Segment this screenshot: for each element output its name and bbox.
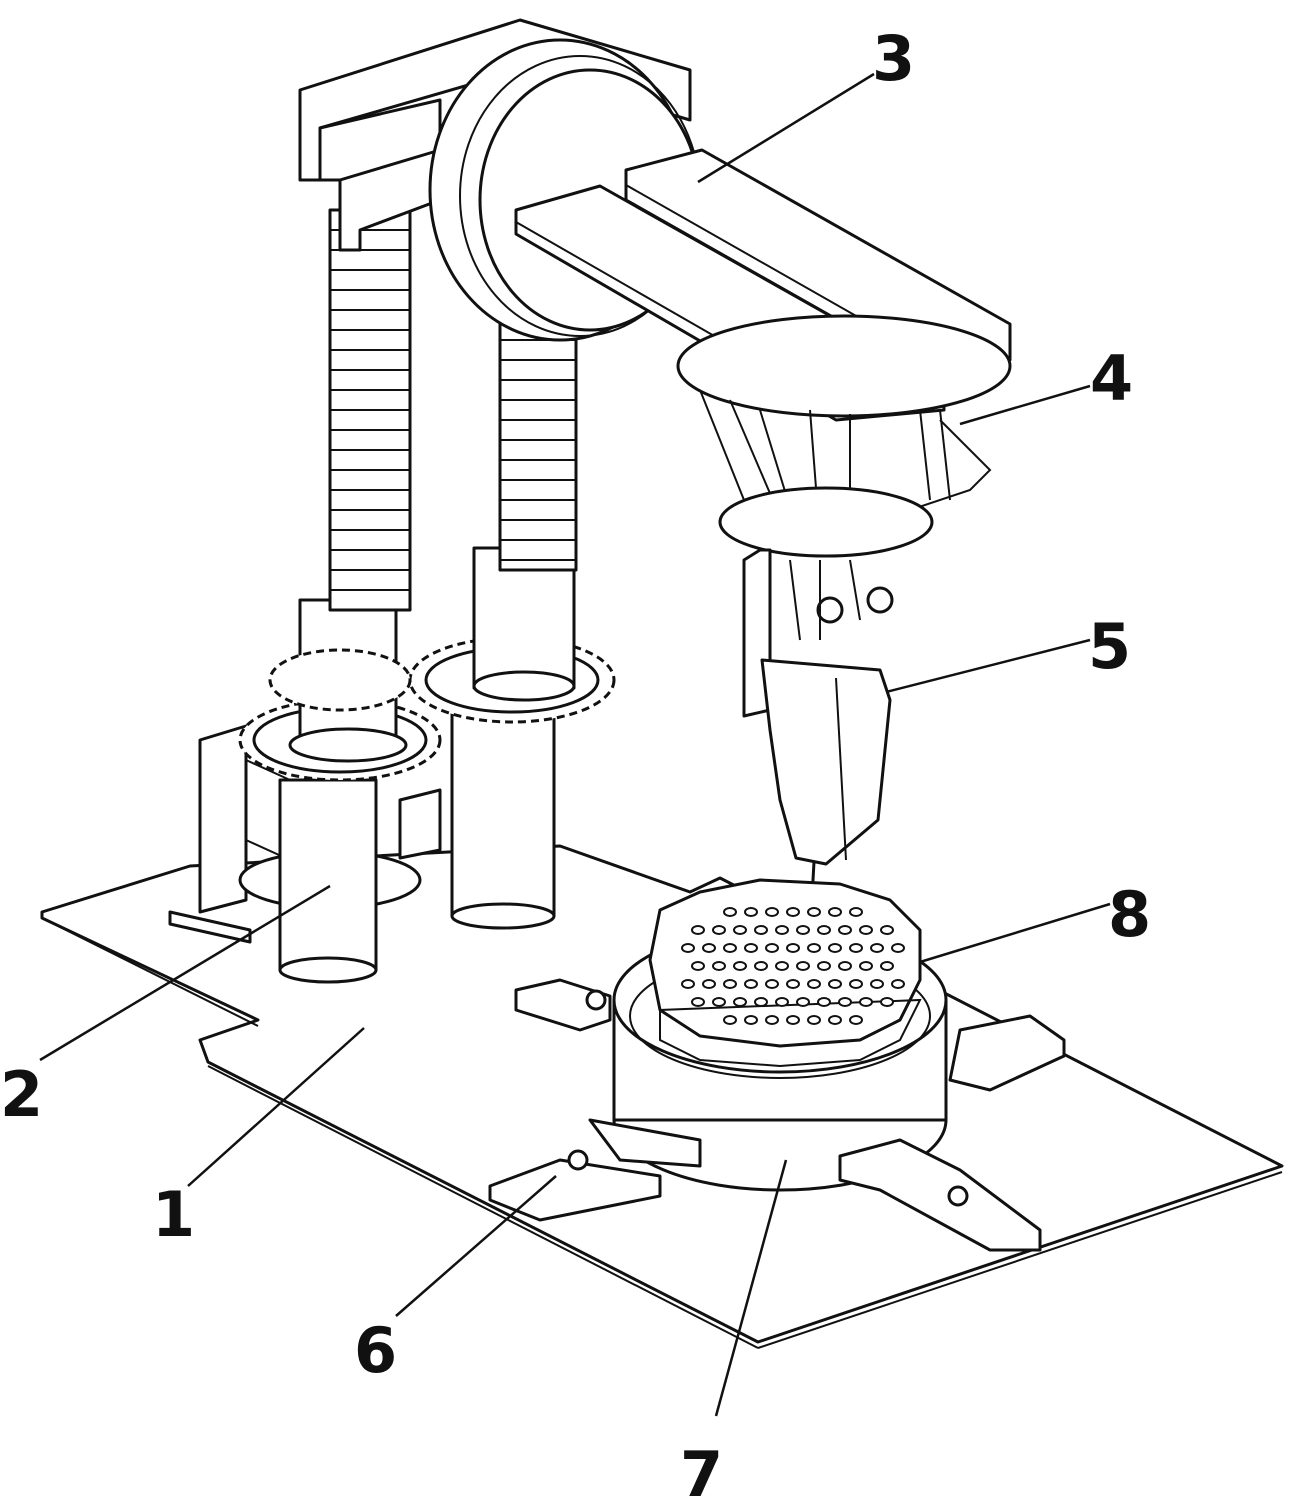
label-6: 6: [354, 1314, 397, 1387]
plate-hole: [744, 979, 758, 989]
plate-hole: [786, 907, 800, 917]
plate-hole: [796, 925, 810, 935]
plate-hole: [786, 1015, 800, 1025]
right-bellows: [498, 298, 578, 572]
plate-hole: [712, 925, 726, 935]
plate-hole: [765, 943, 779, 953]
plate-hole: [786, 979, 800, 989]
plate-hole: [859, 925, 873, 935]
plate-hole: [733, 961, 747, 971]
plate-hole: [796, 997, 810, 1007]
leader-6: [395, 1175, 557, 1317]
clamp-assembly: [488, 978, 1066, 1252]
leader-8: [919, 902, 1111, 964]
plate-hole: [838, 961, 852, 971]
rear-bracket: [398, 788, 442, 860]
plate-hole: [849, 979, 863, 989]
plate-hole: [859, 997, 873, 1007]
label-8: 8: [1108, 878, 1151, 951]
plate-hole: [765, 979, 779, 989]
plate-hole: [754, 925, 768, 935]
plate-hole: [723, 979, 737, 989]
plate-hole: [702, 979, 716, 989]
perforated-plate: [648, 878, 922, 1068]
plate-hole: [891, 943, 905, 953]
plate-hole: [723, 943, 737, 953]
leader-lines: [39, 72, 1111, 1417]
plate-hole: [786, 943, 800, 953]
leader-4: [959, 384, 1091, 426]
plate-hole: [828, 907, 842, 917]
plate-hole: [754, 997, 768, 1007]
plate-hole: [712, 961, 726, 971]
label-7: 7: [680, 1438, 723, 1504]
leader-7: [714, 1159, 788, 1417]
plate-hole: [870, 943, 884, 953]
plate-hole: [828, 943, 842, 953]
label-3: 3: [872, 22, 915, 95]
plate-hole: [691, 925, 705, 935]
leader-5: [885, 638, 1091, 694]
plate-hole: [681, 979, 695, 989]
left-bellows: [328, 208, 412, 612]
plate-hole: [880, 925, 894, 935]
plate-hole: [733, 997, 747, 1007]
label-1: 1: [152, 1178, 195, 1251]
plate-hole: [870, 979, 884, 989]
plate-hole: [807, 1015, 821, 1025]
plate-hole: [891, 979, 905, 989]
plate-hole: [807, 907, 821, 917]
plate-hole: [723, 1015, 737, 1025]
plate-hole: [723, 907, 737, 917]
plate-holes: [681, 907, 905, 1025]
plate-hole: [775, 961, 789, 971]
plate-hole: [765, 907, 779, 917]
plate-hole: [817, 997, 831, 1007]
plate-hole: [849, 943, 863, 953]
mount-platform: [676, 314, 1012, 558]
plate-hole: [828, 1015, 842, 1025]
plate-hole: [744, 943, 758, 953]
plate-hole: [817, 925, 831, 935]
plate-hole: [880, 961, 894, 971]
leader-1: [187, 1027, 365, 1187]
plate-hole: [838, 997, 852, 1007]
plate-hole: [817, 961, 831, 971]
plate-hole: [807, 979, 821, 989]
label-4: 4: [1090, 342, 1133, 415]
plate-hole: [880, 997, 894, 1007]
left-bracket: [168, 724, 291, 944]
plate-hole: [796, 961, 810, 971]
leader-2: [39, 884, 331, 1062]
plate-hole: [807, 943, 821, 953]
plate-hole: [765, 1015, 779, 1025]
plate-hole: [838, 925, 852, 935]
plate-hole: [849, 907, 863, 917]
plate-hole: [691, 961, 705, 971]
reference-numerals: 1 2 3 4 5 6 7 8: [0, 22, 1151, 1504]
plate-hole: [828, 979, 842, 989]
plate-hole: [859, 961, 873, 971]
plate-hole: [775, 925, 789, 935]
right-column: [268, 546, 616, 930]
leader-3: [697, 72, 875, 184]
plate-hole: [744, 1015, 758, 1025]
plate-hole: [849, 1015, 863, 1025]
plate-hole: [744, 907, 758, 917]
plate-hole: [754, 961, 768, 971]
plate-hole: [702, 943, 716, 953]
plate-hole: [681, 943, 695, 953]
tool-head: [742, 548, 894, 900]
plate-hole: [712, 997, 726, 1007]
label-2: 2: [0, 1058, 43, 1131]
plate-hole: [691, 997, 705, 1007]
plate-hole: [733, 925, 747, 935]
label-5: 5: [1088, 610, 1131, 683]
plate-hole: [775, 997, 789, 1007]
